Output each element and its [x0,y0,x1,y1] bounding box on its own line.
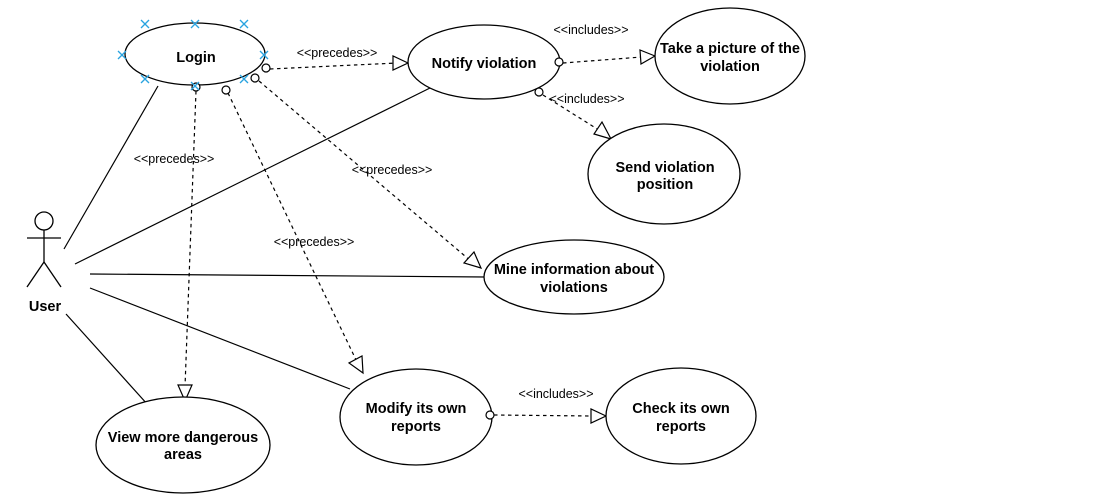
selection-handle[interactable] [190,19,200,29]
associations [63,85,487,406]
tail-circle [554,57,564,67]
tail-circle [485,410,495,420]
dep-notify-picture [562,56,643,64]
selection-handle[interactable] [117,50,127,60]
usecase-check-reports[interactable] [605,367,757,465]
send-position-label-line1: Send violation [615,160,714,176]
assoc-user-notify [74,87,431,265]
login-selection-handles[interactable] [117,19,269,91]
relation-labels: <<precedes>> <<includes>> <<includes>> <… [134,23,629,401]
check-reports-label-line2: reports [656,419,706,435]
dependency-tails [191,57,564,420]
view-dangerous-label-line2: areas [164,447,202,463]
selection-handle[interactable] [140,74,150,84]
take-picture-label-line2: violation [700,59,760,75]
assoc-user-modify [89,287,351,390]
arrowhead-mine [462,250,483,269]
usecase-send-position[interactable] [587,123,741,225]
dependencies [184,56,643,417]
usecase-modify-reports[interactable] [339,368,493,466]
assoc-user-view [65,313,149,406]
arrowhead-notify [392,55,410,71]
selection-handle[interactable] [140,19,150,29]
actor-label: User [29,299,62,315]
tail-circle [221,85,231,95]
dep-login-mine [258,80,473,263]
notify-violation-label: Notify violation [432,56,537,72]
take-picture-label-line1: Take a picture of the [660,41,800,57]
actor-right-leg [43,261,62,288]
selection-handle[interactable] [239,19,249,29]
relation-label-login-modify: <<precedes>> [274,235,355,249]
arrowheads [177,49,657,424]
dep-login-notify [269,62,398,70]
relation-label-login-view: <<precedes>> [134,152,215,166]
view-dangerous-label-line1: View more dangerous [108,430,258,446]
relation-label-notify-picture: <<includes>> [553,23,628,37]
selection-handle[interactable] [239,74,249,84]
dep-notify-position [542,94,603,133]
modify-reports-label-line1: Modify its own [366,401,467,417]
dep-modify-check [493,414,593,417]
dep-login-view [184,90,197,388]
dep-login-modify [227,92,359,365]
actor-user[interactable]: User [26,211,62,315]
tail-circle [534,87,544,97]
relation-label-login-mine: <<precedes>> [352,163,433,177]
modify-reports-label-line2: reports [391,419,441,435]
usecase-view-dangerous-areas[interactable] [95,396,271,494]
actor-head [34,211,54,231]
assoc-user-mine [89,273,487,278]
arrowhead-view [177,384,193,403]
selection-handle[interactable] [259,50,269,60]
use-cases [95,7,806,494]
arrowhead-check [590,408,608,424]
usecase-take-picture[interactable] [654,7,806,105]
arrowhead-picture [639,49,657,65]
check-reports-label-line1: Check its own [632,401,730,417]
selection-handle[interactable] [190,81,200,91]
usecase-mine-information[interactable] [483,239,665,315]
use-case-labels: Login Notify violation Take a picture of… [108,41,800,463]
arrowhead-position [593,120,613,140]
mine-information-label-line1: Mine information about [494,262,654,278]
assoc-user-login [63,85,159,250]
login-label: Login [176,50,215,66]
tail-circle [261,63,271,73]
arrowhead-modify [347,355,364,375]
relation-label-notify-position: <<includes>> [549,92,624,106]
relation-label-login-notify: <<precedes>> [297,46,378,60]
send-position-label-line2: position [637,177,693,193]
mine-information-label-line2: violations [540,280,608,296]
tail-circle [250,73,260,83]
relation-label-modify-check: <<includes>> [518,387,593,401]
actor-left-leg [26,261,45,288]
